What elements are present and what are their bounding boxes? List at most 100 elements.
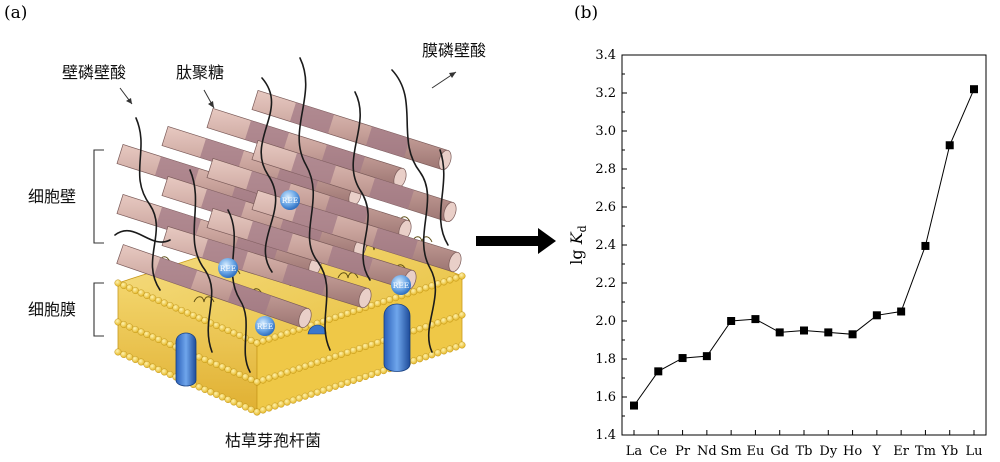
lipid-head	[301, 362, 309, 370]
lipid-head	[434, 319, 442, 327]
lipid-head	[319, 386, 327, 394]
lipid-head	[160, 338, 168, 346]
lipid-head	[307, 390, 315, 398]
teichoic-chain-8	[114, 229, 171, 243]
y-tick-label: 1.4	[595, 428, 616, 443]
arrowhead-lipoteichoic-acid	[449, 72, 456, 78]
lipid-head	[120, 282, 128, 290]
lipid-head	[374, 300, 382, 308]
lipid-head	[236, 401, 244, 409]
ree-ion-3: REE	[391, 275, 411, 295]
lipid-head	[416, 286, 424, 294]
ree-ion-4: REE	[255, 316, 275, 336]
peptidoglycan-rod	[116, 244, 312, 328]
lipid-head	[362, 373, 370, 381]
data-point	[848, 330, 857, 339]
lipid-head	[283, 329, 291, 337]
data-point	[800, 326, 808, 335]
data-point	[945, 141, 954, 150]
lipid-head	[166, 371, 174, 379]
lipid-head	[277, 400, 285, 408]
ree-ions: REE REE REE REE	[218, 190, 411, 336]
x-tick-label: Pr	[675, 444, 691, 459]
transition-arrow-icon	[476, 228, 556, 254]
lipid-head	[207, 388, 215, 396]
lipid-head	[295, 394, 303, 402]
lipid-head	[253, 339, 261, 347]
lipid-head	[114, 348, 122, 356]
y-tick-label: 2.8	[595, 162, 616, 177]
lipid-head	[283, 398, 291, 406]
lipid-head	[114, 318, 122, 326]
lipid-head	[428, 282, 436, 290]
lipid-head	[325, 354, 333, 362]
lipid-head	[325, 315, 333, 323]
lipid-head	[126, 323, 134, 331]
x-tick-label: Nd	[697, 444, 717, 459]
arrowhead-peptidoglycan	[208, 101, 214, 108]
peptidoglycan-rod	[251, 90, 452, 171]
plot-frame	[621, 54, 987, 436]
lipid-head	[440, 347, 448, 355]
lipid-head	[289, 366, 297, 374]
y-axis-label: lg Kd	[567, 225, 589, 264]
lipid-head	[410, 327, 418, 335]
x-tick-label: Eu	[746, 444, 764, 459]
y-tick-label: 2.2	[595, 276, 616, 291]
lipid-head	[143, 292, 151, 300]
lipid-head	[362, 343, 370, 351]
lipid-head	[253, 378, 261, 386]
lipid-head	[218, 393, 226, 401]
y-tick-label: 1.6	[595, 390, 616, 405]
peptidoglycan-rod	[206, 158, 412, 241]
lipid-head	[289, 396, 297, 404]
lipid-head	[137, 358, 145, 366]
lipid-head	[265, 335, 273, 343]
teichoic-chain-5	[352, 91, 371, 281]
peptidoglycan-rod	[161, 226, 372, 309]
lipid-head	[452, 343, 460, 351]
lipid-head	[247, 337, 255, 345]
lipid-head	[289, 327, 297, 335]
x-tick-label: Er	[893, 444, 909, 459]
svg-text:REE: REE	[257, 322, 274, 331]
lipid-head	[143, 361, 151, 369]
lipid-head	[458, 272, 466, 280]
lipid-head	[422, 353, 430, 361]
lipid-head	[452, 313, 460, 321]
teichoic-acid-chains	[114, 57, 449, 373]
data-point	[824, 328, 833, 337]
label-cell-wall: 细胞壁	[28, 187, 76, 206]
lipid-head	[160, 299, 168, 307]
y-tick-label: 3.4	[595, 48, 616, 63]
lipid-head	[201, 386, 209, 394]
x-tick-label: Tb	[796, 444, 813, 459]
lipid-head	[410, 288, 418, 296]
lipid-head	[131, 326, 139, 334]
lipid-head	[416, 355, 424, 363]
lipid-head	[343, 309, 351, 317]
x-tick-label: Ce	[649, 444, 667, 459]
lipid-head	[422, 284, 430, 292]
peptidoglycan-rod	[206, 208, 417, 291]
lipid-head	[458, 311, 466, 319]
lipid-head	[241, 403, 249, 411]
lipid-head	[368, 371, 376, 379]
panel-b-label: (b)	[574, 3, 598, 23]
lipid-head	[301, 392, 309, 400]
x-tick-label: Yb	[940, 444, 958, 459]
lipid-head	[247, 406, 255, 414]
lipid-head	[337, 311, 345, 319]
data-point	[630, 401, 638, 410]
bracket-cell-wall	[93, 149, 104, 244]
lipid-head	[295, 364, 303, 372]
y-tick-label: 2.0	[595, 314, 616, 329]
lipid-head	[201, 356, 209, 364]
lipid-head	[166, 302, 174, 310]
panel-b-chart: (b) 1.41.61.82.02.22.42.62.83.03.23.4 La…	[567, 3, 987, 459]
bracket-cell-membrane	[93, 282, 104, 337]
lipid-head	[331, 352, 339, 360]
lipid-head	[131, 356, 139, 364]
lipid-head	[331, 313, 339, 321]
